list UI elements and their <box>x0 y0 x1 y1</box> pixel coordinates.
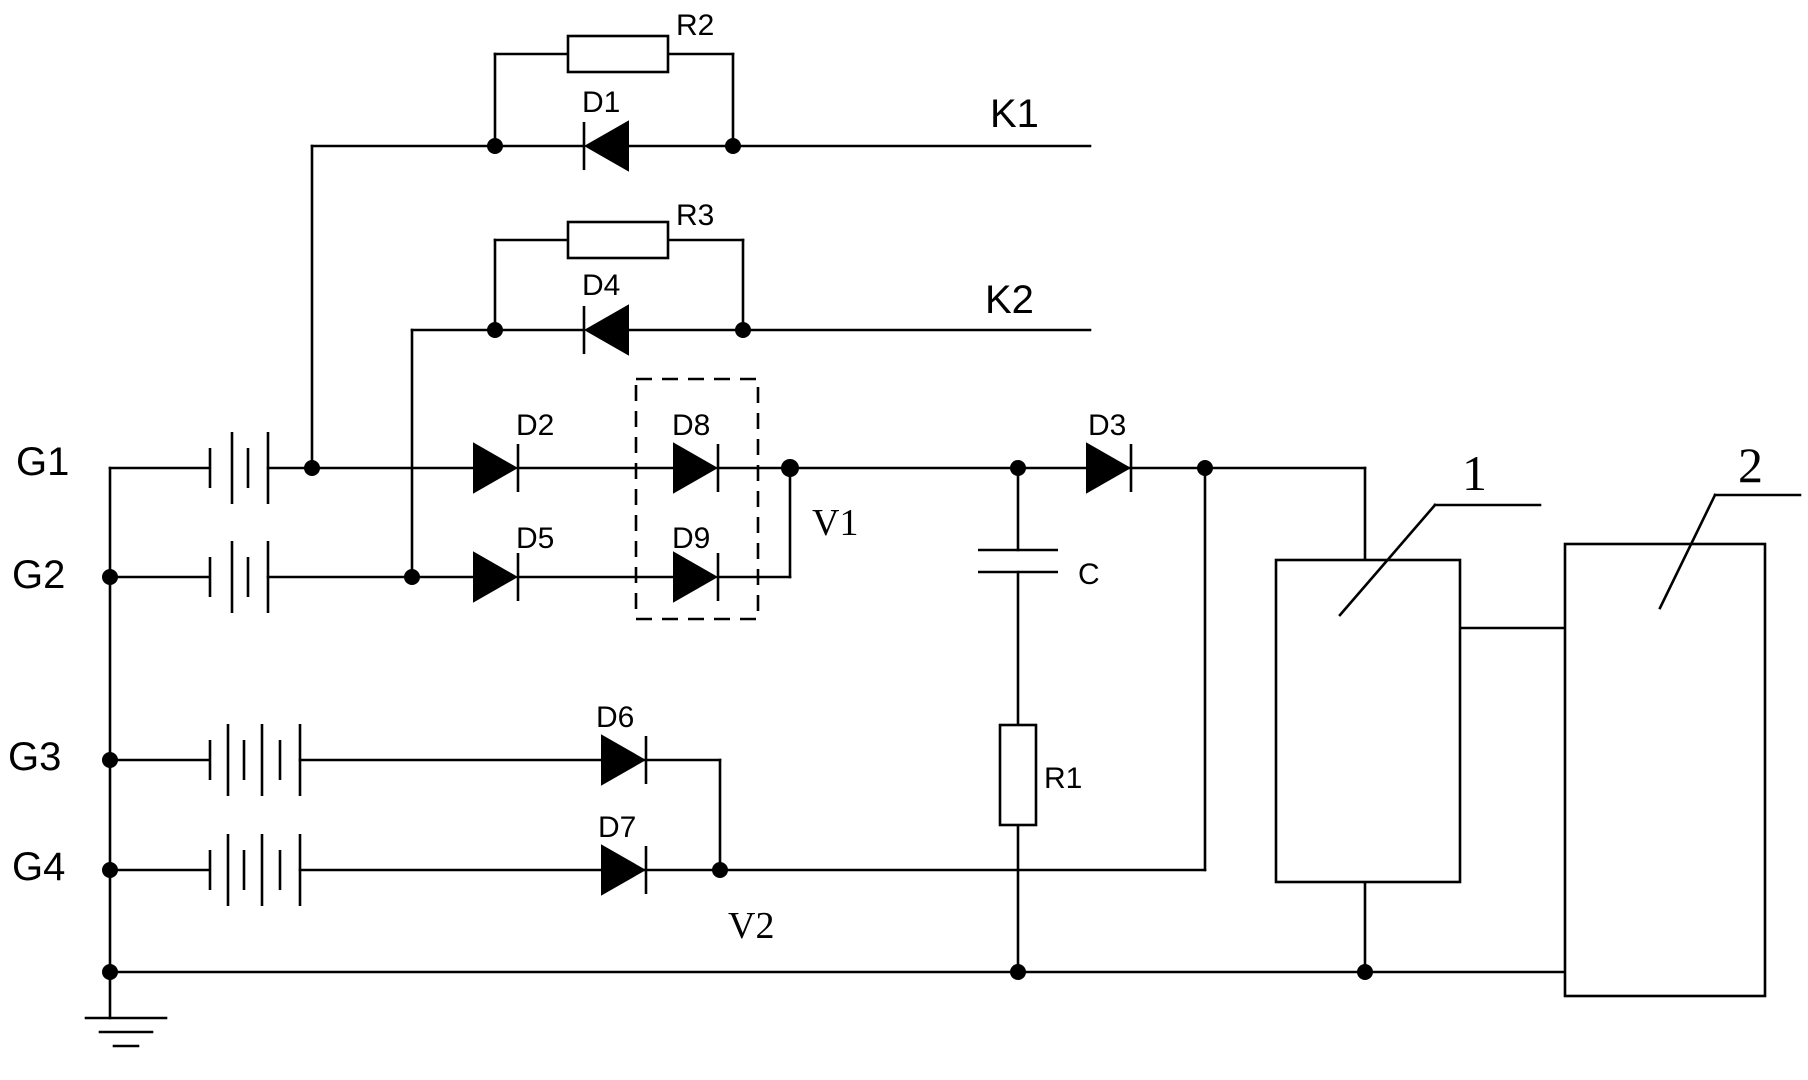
capacitor-c <box>978 550 1058 572</box>
label-d7: D7 <box>598 811 636 844</box>
label-r1: R1 <box>1044 762 1082 795</box>
label-d6: D6 <box>596 701 634 734</box>
block-2 <box>1565 544 1765 996</box>
label-v1: V1 <box>812 502 858 544</box>
battery-g2 <box>210 541 480 613</box>
junction-dots <box>102 138 1373 980</box>
label-r2: R2 <box>676 9 714 42</box>
label-g2: G2 <box>12 553 65 597</box>
resistor-r3 <box>568 222 668 258</box>
label-d4: D4 <box>582 269 620 302</box>
g2-forward-path <box>518 468 790 577</box>
label-block-1: 1 <box>1462 445 1487 501</box>
label-r3: R3 <box>676 199 714 232</box>
label-g4: G4 <box>12 845 65 889</box>
diode-d6 <box>602 736 646 784</box>
block-1 <box>1276 560 1460 882</box>
label-d9: D9 <box>672 522 710 555</box>
label-g3: G3 <box>8 735 61 779</box>
label-g1: G1 <box>16 440 69 484</box>
label-c: C <box>1078 558 1100 591</box>
diode-d3 <box>1087 444 1131 492</box>
resistor-r2 <box>568 36 668 72</box>
label-d3: D3 <box>1088 409 1126 442</box>
label-block-2: 2 <box>1738 437 1763 493</box>
label-d1: D1 <box>582 86 620 119</box>
battery-g3 <box>210 724 600 796</box>
label-d8: D8 <box>672 409 710 442</box>
diode-d5 <box>474 553 518 601</box>
label-v2: V2 <box>728 905 774 947</box>
diode-d8 <box>674 444 718 492</box>
label-d5: D5 <box>516 522 554 555</box>
diode-d9 <box>674 553 718 601</box>
ground-symbol <box>86 1018 166 1046</box>
diode-d2 <box>474 444 518 492</box>
diode-d4 <box>584 306 628 354</box>
label-k2: K2 <box>985 278 1034 322</box>
diode-d1 <box>584 122 628 170</box>
k1-branch <box>312 54 1090 468</box>
g3-g4-path <box>644 468 1205 870</box>
diode-d7 <box>602 846 646 894</box>
label-d2: D2 <box>516 409 554 442</box>
resistor-r1 <box>1000 725 1036 825</box>
label-k1: K1 <box>990 92 1039 136</box>
battery-g1 <box>210 432 480 504</box>
battery-g4 <box>210 834 600 906</box>
